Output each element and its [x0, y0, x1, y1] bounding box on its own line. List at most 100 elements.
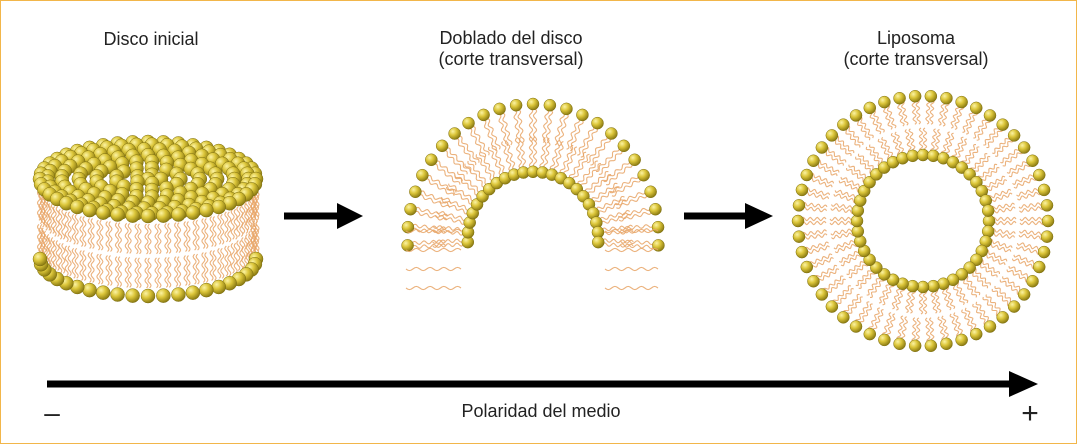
lipid-tail	[117, 222, 122, 253]
lipid-head	[462, 116, 475, 130]
lipid-tail	[209, 250, 214, 281]
lipid-tail	[619, 223, 659, 231]
liposome-cross-section	[791, 89, 1055, 353]
lipid-tail	[475, 154, 497, 185]
lipid-head	[837, 118, 850, 131]
lipid-tail	[405, 228, 462, 234]
lipid-tail	[539, 137, 547, 173]
lipid-tail	[144, 223, 149, 255]
lipid-head	[996, 118, 1009, 131]
lipid-head	[171, 287, 186, 302]
lipid-head	[924, 89, 938, 103]
lipid-head	[617, 139, 631, 153]
lipid-head	[791, 214, 805, 228]
lipid-tail	[434, 214, 470, 225]
lipid-tail	[415, 189, 452, 205]
lipid-tail	[55, 240, 60, 271]
lipid-head	[792, 230, 806, 243]
initial-disc	[32, 134, 264, 304]
lipid-head	[185, 285, 201, 300]
lipid-tail	[99, 253, 104, 285]
stage-label-folded-disc: Doblado del disco (corte transversal)	[396, 28, 626, 70]
lipid-tail	[604, 266, 659, 272]
lipid-tail	[541, 104, 550, 143]
lipid-tail	[244, 237, 249, 268]
lipid-tail	[87, 252, 92, 283]
lipid-tail	[124, 223, 129, 254]
lipid-head	[863, 101, 877, 115]
lipid-tail	[488, 146, 505, 180]
lipid-head	[409, 185, 422, 199]
lipid-tail	[58, 242, 63, 274]
lipid-tail	[195, 219, 200, 251]
lipid-head	[493, 102, 506, 116]
lipid-tail	[108, 221, 113, 252]
lipid-head	[795, 183, 809, 197]
lipid-tail	[420, 176, 455, 196]
lipid-head	[1017, 141, 1031, 154]
lipid-tail	[79, 250, 84, 281]
lipid-tail	[244, 203, 249, 234]
lipid-tail	[464, 163, 489, 191]
lipid-tail	[174, 222, 179, 253]
lipid-tail	[580, 123, 600, 158]
lipid-tail	[137, 223, 142, 255]
lipid-head	[185, 205, 201, 220]
arrow-disc-to-fold	[284, 203, 363, 229]
lipid-tail	[597, 224, 633, 233]
lipid-head	[199, 202, 214, 218]
lipid-head	[800, 260, 814, 274]
stage-title: Doblado del disco	[439, 28, 583, 48]
stage-title: Disco inicial	[103, 29, 199, 49]
lipid-head	[1041, 214, 1055, 228]
lipid-tail	[177, 222, 182, 253]
lipid-tail	[499, 108, 513, 146]
lipid-tail	[212, 216, 217, 247]
lipid-tail	[58, 208, 63, 240]
lipid-head	[792, 199, 806, 212]
lipid-tail	[147, 223, 152, 255]
lipid-head	[955, 95, 968, 109]
lipid-head	[140, 208, 156, 224]
lipid-head	[576, 108, 589, 122]
lipid-head	[940, 337, 953, 351]
lipid-tail	[230, 208, 235, 240]
lipid-tail	[67, 245, 72, 277]
lipid-head	[32, 251, 48, 267]
lipid-tail	[545, 105, 554, 144]
lipid-tail	[61, 208, 66, 240]
lipid-head	[825, 300, 839, 313]
lipid-tail	[201, 218, 206, 249]
lipid-tail	[445, 186, 477, 207]
lipid-head	[837, 311, 850, 324]
lipid-tail	[611, 175, 645, 197]
lipid-tail	[577, 121, 596, 156]
lipid-tail	[254, 224, 260, 255]
lipid-tail	[90, 252, 95, 283]
lipid-tail	[154, 223, 159, 255]
lipid-head	[448, 127, 461, 140]
lipid-head	[800, 168, 814, 182]
lipid-tail	[43, 200, 48, 231]
lipid-tail	[245, 234, 250, 265]
lipid-tail	[236, 206, 241, 237]
lipid-tail	[432, 242, 469, 248]
lipid-tail	[239, 206, 244, 237]
lipid-tail	[251, 196, 256, 228]
lipid-head	[140, 288, 156, 304]
lipid-tail	[192, 253, 197, 285]
lipid-tail	[230, 242, 235, 274]
lipid-tail	[61, 242, 66, 274]
lipid-head	[560, 102, 573, 116]
lipid-tail	[236, 240, 241, 271]
lipid-head	[435, 139, 449, 153]
lipid-head	[425, 153, 438, 167]
lipid-tail	[618, 209, 657, 222]
lipid-head	[849, 320, 863, 333]
lipid-head	[1040, 230, 1054, 243]
arrow-fold-to-liposome	[684, 203, 773, 229]
lipid-head	[652, 239, 665, 252]
lipid-head	[955, 333, 968, 347]
lipid-head	[211, 279, 226, 295]
lipid-tail	[597, 238, 634, 244]
